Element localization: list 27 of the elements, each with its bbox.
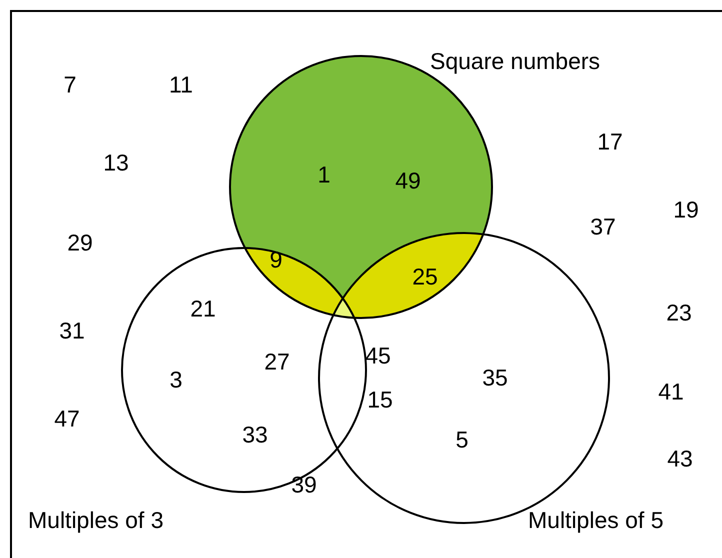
number-label: 15 <box>367 388 393 412</box>
number-label: 41 <box>658 380 684 404</box>
number-label: 43 <box>667 448 693 470</box>
set-label: Multiples of 5 <box>528 509 664 532</box>
number-label: 25 <box>412 266 438 288</box>
set-label: Square numbers <box>430 50 600 73</box>
number-label: 23 <box>666 302 692 324</box>
number-label: 17 <box>597 130 623 154</box>
number-label: 29 <box>67 232 93 254</box>
number-label: 45 <box>365 344 391 368</box>
number-label: 7 <box>64 74 76 96</box>
number-label: 27 <box>264 350 290 374</box>
number-label: 35 <box>482 366 508 390</box>
number-label: 37 <box>590 216 616 238</box>
number-label: 5 <box>456 428 468 452</box>
number-label: 47 <box>54 408 80 430</box>
number-label: 11 <box>169 74 193 96</box>
number-label: 49 <box>395 170 421 192</box>
number-label: 1 <box>318 164 330 186</box>
number-label: 39 <box>291 474 317 496</box>
number-label: 13 <box>103 152 129 174</box>
number-label: 33 <box>242 424 268 446</box>
number-label: 3 <box>170 368 182 392</box>
number-label: 19 <box>673 198 699 222</box>
number-label: 31 <box>59 320 85 342</box>
set-label: Multiples of 3 <box>28 509 164 532</box>
number-label: 21 <box>190 298 216 320</box>
